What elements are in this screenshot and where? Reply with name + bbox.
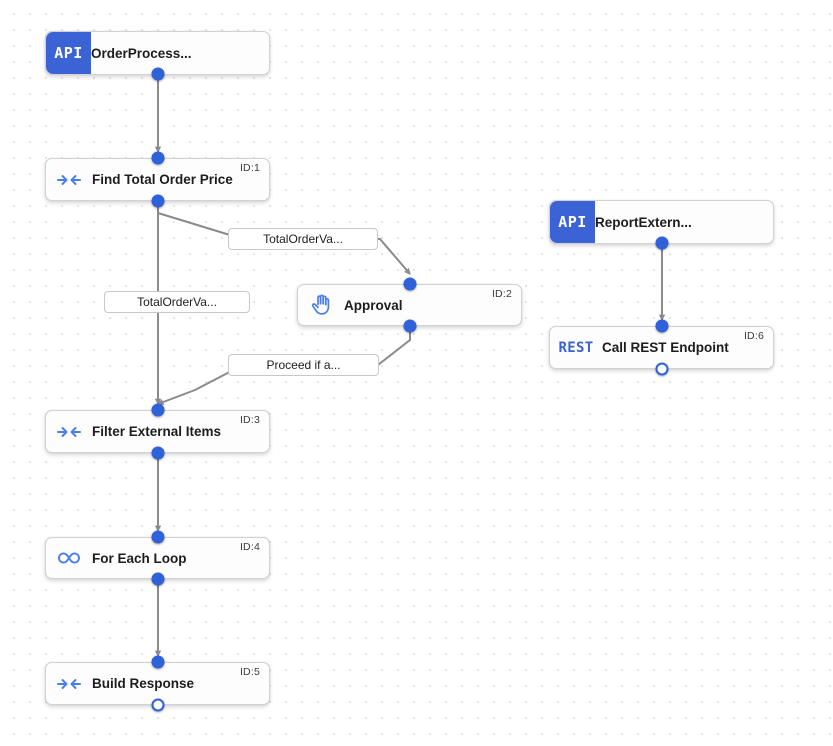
- node-title: ReportExtern...: [595, 214, 692, 230]
- node-inner: Find Total Order Price: [46, 159, 269, 200]
- port-order-process-out[interactable]: [151, 67, 165, 81]
- node-inner: Approval: [298, 285, 521, 325]
- node-approval[interactable]: Approval ID:2: [297, 284, 522, 326]
- node-id-label: ID:5: [239, 666, 260, 678]
- node-title: Find Total Order Price: [92, 172, 233, 187]
- port-filter-external-items-out[interactable]: [151, 446, 165, 460]
- node-title: Call REST Endpoint: [602, 340, 729, 355]
- port-build-response-out[interactable]: [151, 698, 165, 712]
- node-for-each-loop[interactable]: For Each Loop ID:4: [45, 537, 270, 579]
- node-id-label: ID:3: [239, 414, 260, 426]
- transform-arrows-icon: [46, 171, 92, 189]
- transform-arrows-icon: [46, 423, 92, 441]
- node-inner: Build Response: [46, 663, 269, 704]
- api-badge: API: [550, 201, 595, 243]
- node-inner: REST Call REST Endpoint: [550, 327, 773, 368]
- port-filter-external-items-in[interactable]: [151, 403, 165, 417]
- port-build-response-in[interactable]: [151, 655, 165, 669]
- node-id-label: ID:4: [239, 541, 260, 553]
- rest-badge: REST: [558, 339, 594, 356]
- node-title: Build Response: [92, 676, 195, 691]
- hand-icon: [298, 294, 344, 316]
- port-for-each-loop-in[interactable]: [151, 530, 165, 544]
- port-report-extern-out[interactable]: [655, 236, 669, 250]
- port-approval-in[interactable]: [403, 277, 417, 291]
- port-call-rest-endpoint-in[interactable]: [655, 319, 669, 333]
- node-title: OrderProcess...: [91, 45, 192, 61]
- node-inner: For Each Loop: [46, 538, 269, 578]
- port-approval-out[interactable]: [403, 319, 417, 333]
- node-id-label: ID:6: [743, 330, 764, 342]
- edge-label-label-total-order-value-to-approval[interactable]: TotalOrderVa...: [228, 228, 378, 250]
- edge-label-label-proceed-if-approved[interactable]: Proceed if a...: [228, 354, 379, 376]
- port-call-rest-endpoint-out[interactable]: [655, 362, 669, 376]
- edge-label-label-total-order-value-to-filter[interactable]: TotalOrderVa...: [104, 291, 250, 313]
- node-id-label: ID:2: [491, 288, 512, 300]
- node-title: Filter External Items: [92, 424, 222, 439]
- port-find-total-order-price-in[interactable]: [151, 151, 165, 165]
- transform-arrows-icon: [46, 675, 92, 693]
- node-id-label: ID:1: [239, 162, 260, 174]
- port-for-each-loop-out[interactable]: [151, 572, 165, 586]
- node-title: Approval: [344, 297, 403, 313]
- node-build-response[interactable]: Build Response ID:5: [45, 662, 270, 705]
- node-inner: Filter External Items: [46, 411, 269, 452]
- infinity-loop-icon: [46, 550, 92, 566]
- api-badge: API: [46, 32, 91, 74]
- node-title: For Each Loop: [92, 550, 187, 566]
- port-find-total-order-price-out[interactable]: [151, 194, 165, 208]
